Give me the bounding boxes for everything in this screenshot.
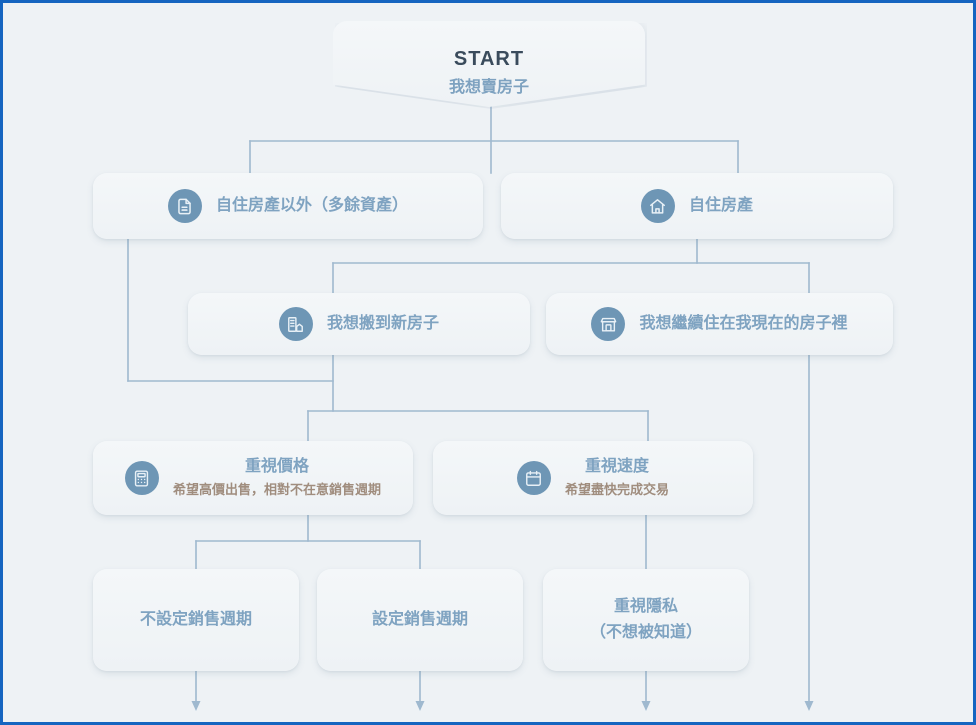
node-priority-speed[interactable]: 重視速度 希望盡快完成交易 <box>433 441 753 515</box>
node-priority-price[interactable]: 重視價格 希望高價出售，相對不在意銷售週期 <box>93 441 413 515</box>
node-sublabel: 希望盡快完成交易 <box>564 481 669 497</box>
start-title: START <box>453 48 525 70</box>
calculator-icon <box>124 461 159 495</box>
node-priority-privacy[interactable]: 重視隱私 （不想被知道） <box>543 569 749 671</box>
document-icon <box>167 189 202 223</box>
start-subtitle: 我想賣房子 <box>448 79 529 96</box>
home-icon <box>640 189 675 223</box>
node-label: 我想繼續住在我現在的房子裡 <box>639 314 848 332</box>
node-label: 自住房產 <box>688 196 753 214</box>
node-label: 我想搬到新房子 <box>326 314 439 332</box>
node-sublabel: 希望高價出售，相對不在意銷售週期 <box>172 481 381 497</box>
node-residential-property[interactable]: 自住房產 <box>501 173 893 239</box>
node-stay-in-current-house[interactable]: 我想繼續住在我現在的房子裡 <box>546 293 893 355</box>
store-house-icon <box>591 307 626 341</box>
node-label: 設定銷售週期 <box>371 611 468 629</box>
node-non-residential-property[interactable]: 自住房產以外（多餘資產） <box>93 173 483 239</box>
node-label: 重視價格 <box>244 458 309 476</box>
node-label: 重視速度 <box>584 458 649 476</box>
node-label: 不設定銷售週期 <box>139 611 252 629</box>
arrow-heads <box>191 701 814 711</box>
calendar-icon <box>516 461 551 495</box>
node-move-to-new-house[interactable]: 我想搬到新房子 <box>188 293 530 355</box>
start-node[interactable]: START 我想賣房子 <box>333 21 645 107</box>
node-label: 重視隱私 （不想被知道） <box>589 598 702 641</box>
node-no-sale-period[interactable]: 不設定銷售週期 <box>93 569 299 671</box>
node-label: 自住房產以外（多餘資產） <box>215 196 408 214</box>
node-set-sale-period[interactable]: 設定銷售週期 <box>317 569 523 671</box>
building-move-icon <box>278 307 313 341</box>
